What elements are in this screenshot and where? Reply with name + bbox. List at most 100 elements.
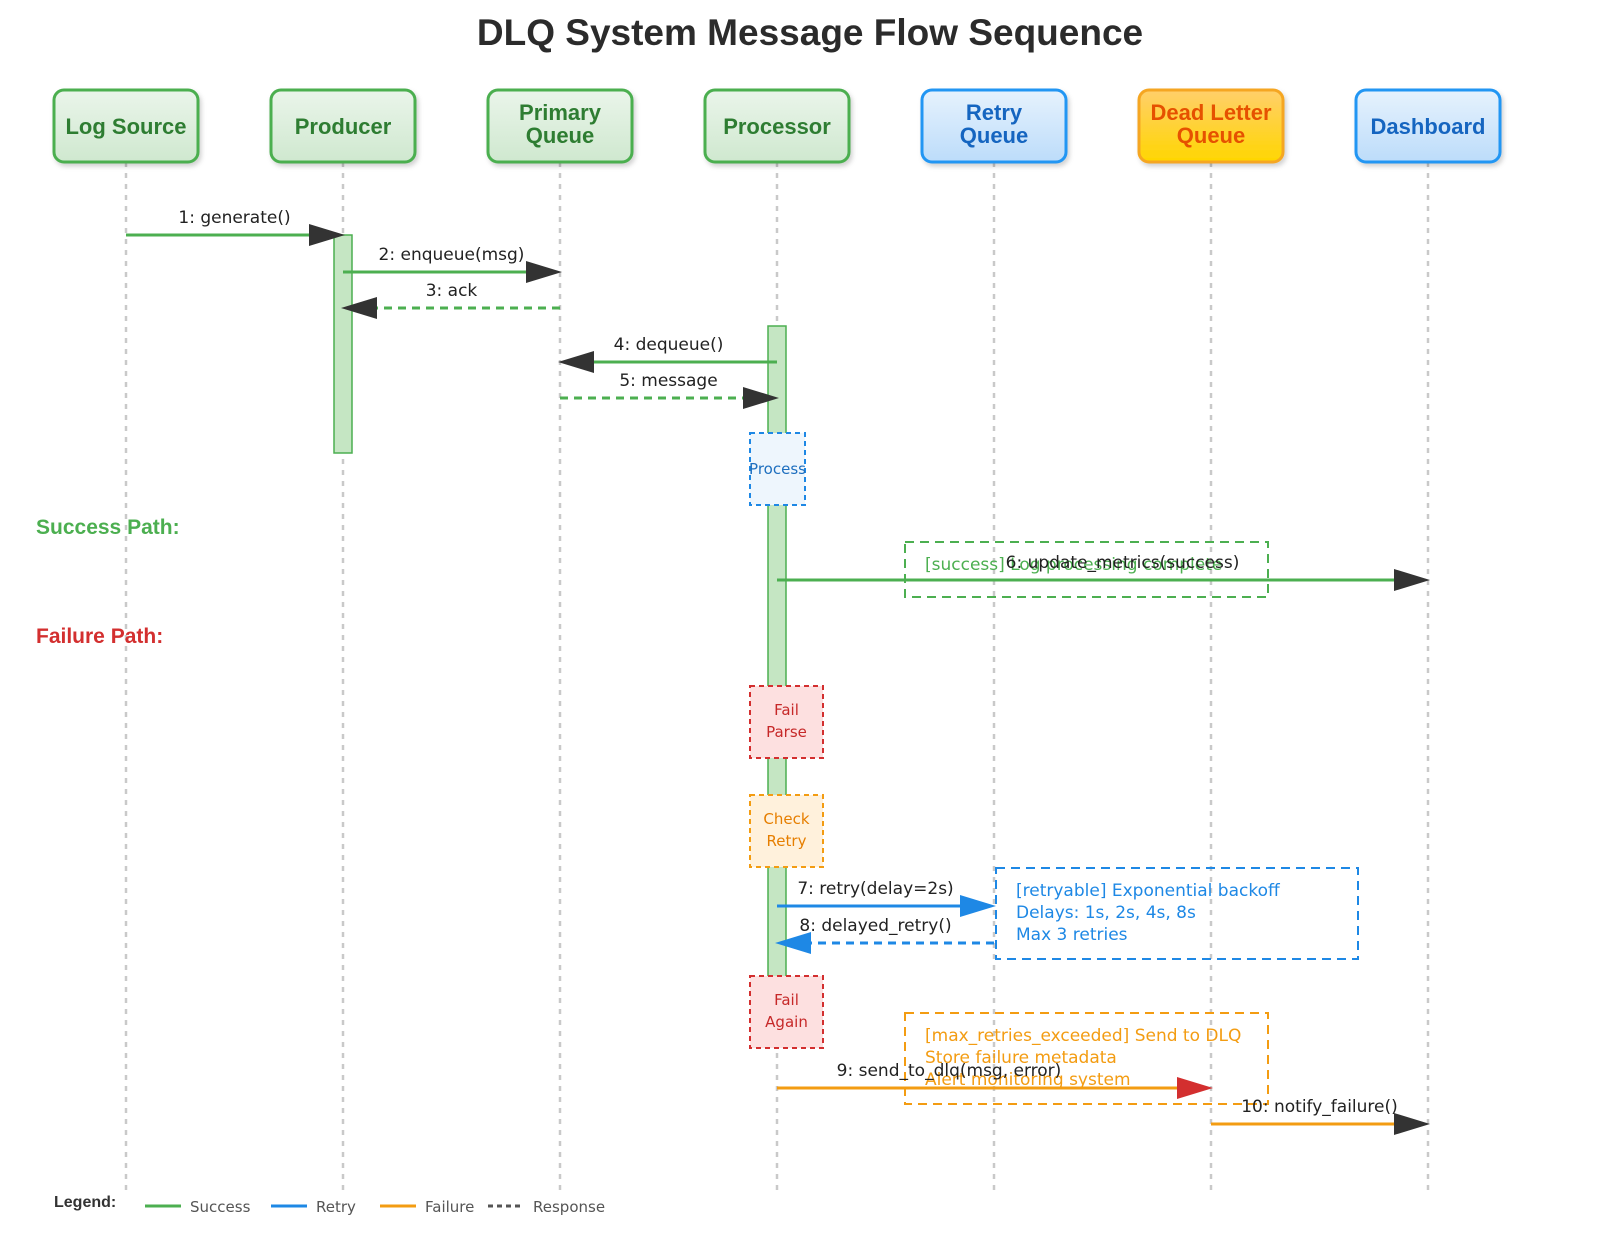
legend-item-response: Response xyxy=(488,1198,605,1216)
actor-log-source[interactable]: Log Source xyxy=(52,88,200,164)
dlq-note: [max_retries_exceeded] Send to DLQStore … xyxy=(904,1012,1269,1105)
actor-box xyxy=(703,88,851,164)
arrowhead xyxy=(1394,1113,1430,1135)
actor-label: Dead Letter xyxy=(1150,100,1271,125)
state-label: Check xyxy=(763,810,809,828)
actor-box xyxy=(920,88,1068,164)
note-line: [retryable] Exponential backoff xyxy=(1016,881,1281,901)
actor-label: Log Source xyxy=(65,114,186,139)
legend: Legend: Success Retry Failure Response xyxy=(54,1194,605,1216)
note-border xyxy=(904,1012,1269,1105)
message-4: 4: dequeue() xyxy=(558,335,777,373)
actor-label: Queue xyxy=(960,123,1028,148)
message-5: 5: message xyxy=(560,371,779,409)
message-8: 8: delayed_retry() xyxy=(775,916,994,954)
actor-box xyxy=(1354,88,1502,164)
arrowhead xyxy=(526,261,562,283)
arrowhead xyxy=(743,387,779,409)
message-label: 7: retry(delay=2s) xyxy=(797,879,953,899)
state-process: Process xyxy=(749,432,806,506)
legend-item-success: Success xyxy=(145,1198,251,1216)
state-label: Again xyxy=(765,1013,808,1031)
message-2: 2: enqueue(msg) xyxy=(343,245,562,283)
actor-label: Retry xyxy=(966,100,1023,125)
actor-label: Queue xyxy=(526,123,594,148)
note-line: [max_retries_exceeded] Send to DLQ xyxy=(925,1026,1241,1046)
legend-item-failure: Failure xyxy=(380,1198,474,1216)
arrowhead xyxy=(309,224,345,246)
note-line: Alert monitoring system xyxy=(925,1070,1131,1090)
legend-title: Legend: xyxy=(54,1194,116,1211)
actor-label: Dashboard xyxy=(1371,114,1486,139)
state-label: Fail xyxy=(774,991,799,1009)
legend-label: Response xyxy=(533,1198,605,1216)
note-line: [success] Log processing complete xyxy=(925,555,1222,575)
legend-label: Success xyxy=(190,1198,251,1216)
actor-producer[interactable]: Producer xyxy=(269,88,417,164)
failure-path-label: Failure Path: xyxy=(36,625,163,648)
note-line: Delays: 1s, 2s, 4s, 8s xyxy=(1016,903,1196,923)
note-border xyxy=(904,541,1269,598)
message-label: 5: message xyxy=(619,371,717,391)
processor-activation xyxy=(767,325,787,981)
message-label: 6: update_metrics(success) xyxy=(1006,553,1240,573)
state-label: Retry xyxy=(767,832,807,850)
actor-box xyxy=(269,88,417,164)
producer-activation xyxy=(333,234,353,454)
arrowhead xyxy=(960,895,996,917)
actor-dashboard[interactable]: Dashboard xyxy=(1354,88,1502,164)
actor-processor[interactable]: Processor xyxy=(703,88,851,164)
actor-box xyxy=(1137,88,1285,164)
actor-box xyxy=(52,88,200,164)
message-6: 6: update_metrics(success) xyxy=(777,553,1430,591)
message-label: 3: ack xyxy=(426,281,478,301)
message-label: 2: enqueue(msg) xyxy=(379,245,525,265)
message-9: 9: send_to_dlq(msg, error) xyxy=(777,1061,1213,1099)
arrowhead xyxy=(558,351,594,373)
notes: [success] Log processing complete [retrya… xyxy=(904,541,1359,1105)
actor-label: Primary xyxy=(519,100,602,125)
note-line: Max 3 retries xyxy=(1016,925,1128,945)
note-border xyxy=(995,867,1359,960)
message-7: 7: retry(delay=2s) xyxy=(777,879,996,917)
state-label: Process xyxy=(749,460,806,478)
arrowhead xyxy=(341,297,377,319)
message-label: 4: dequeue() xyxy=(614,335,724,355)
message-3: 3: ack xyxy=(341,281,560,319)
actor-label: Queue xyxy=(1177,123,1245,148)
state-box xyxy=(749,794,824,868)
state-label: Parse xyxy=(766,723,807,741)
state-label: Fail xyxy=(774,701,799,719)
message-label: 9: send_to_dlq(msg, error) xyxy=(837,1061,1062,1081)
message-label: 1: generate() xyxy=(178,208,290,228)
legend-item-retry: Retry xyxy=(271,1198,356,1216)
legend-label: Retry xyxy=(316,1198,356,1216)
actor-box xyxy=(486,88,634,164)
arrowhead xyxy=(1177,1077,1213,1099)
state-box xyxy=(749,685,824,759)
state-box xyxy=(749,975,824,1049)
messages: 1: generate() 2: enqueue(msg) 3: ack 4: deq… xyxy=(126,208,1430,1135)
message-1: 1: generate() xyxy=(126,208,345,246)
actor-label: Producer xyxy=(295,114,392,139)
message-10: 10: notify_failure() xyxy=(1211,1097,1430,1135)
message-label: 8: delayed_retry() xyxy=(799,916,951,936)
legend-label: Failure xyxy=(425,1198,474,1216)
message-label: 10: notify_failure() xyxy=(1241,1097,1398,1117)
state-box xyxy=(749,432,806,506)
actor-label: Processor xyxy=(723,114,831,139)
success-path-label: Success Path: xyxy=(36,516,180,539)
success-note: [success] Log processing complete xyxy=(904,541,1269,598)
arrowhead xyxy=(1394,569,1430,591)
arrowhead xyxy=(775,932,811,954)
